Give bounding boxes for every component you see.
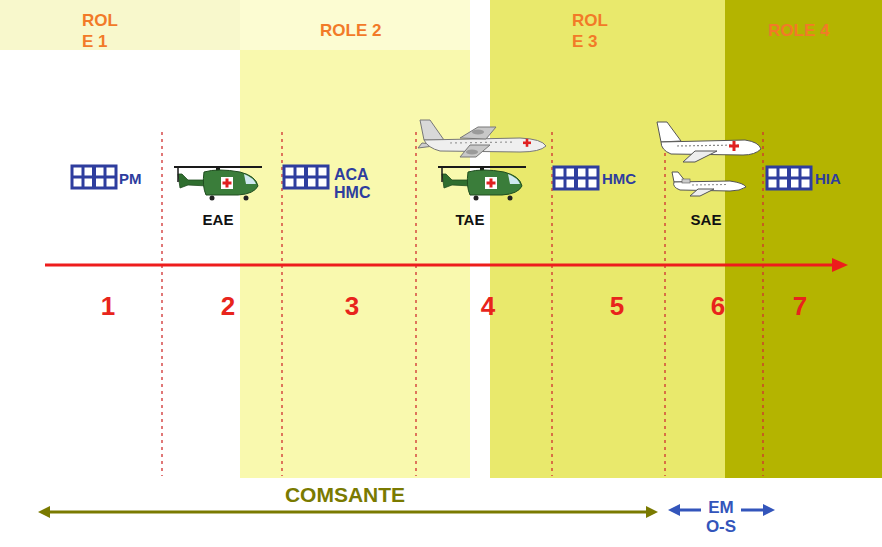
role-heading: ROL E 1 (82, 10, 124, 53)
facility-label: HMC (602, 170, 636, 187)
role-band: ROL E 1 (0, 0, 240, 478)
role-heading: ROLE 4 (768, 20, 882, 41)
medical-unit-symbol (554, 167, 598, 189)
range-label: EM O-S (701, 499, 741, 536)
evacuation-label: EAE (203, 211, 234, 228)
dotted-dividers (162, 132, 763, 476)
comsante-range-arrow (38, 506, 658, 518)
evacuation-label: SAE (691, 211, 722, 228)
callout-number: 6 (711, 292, 725, 322)
facility-label: PM (119, 170, 142, 187)
timeline-arrow (45, 258, 848, 272)
role-heading: ROLE 2 (320, 20, 470, 41)
callout-number: 5 (610, 292, 624, 322)
callout-number: 1 (101, 292, 115, 322)
helicopter-symbol (174, 167, 262, 201)
role-band: ROL E 3 (490, 0, 725, 478)
facility-label: HIA (815, 170, 841, 187)
callout-number: 2 (221, 292, 235, 322)
callout-number: 3 (345, 292, 359, 322)
role-band: ROLE 2 (240, 0, 470, 478)
range-label: COMSANTE (285, 484, 405, 505)
medical-unit-symbol (767, 167, 811, 189)
evacuation-label: TAE (456, 211, 485, 228)
airliner (657, 122, 761, 162)
callout-number: 4 (481, 292, 495, 322)
role-heading: ROL E 3 (572, 10, 614, 53)
helicopter-symbol (438, 167, 526, 201)
transport-plane (418, 120, 546, 157)
facility-label: ACA HMC (334, 166, 378, 203)
medical-unit-symbol (284, 166, 328, 188)
role-band: ROLE 4 (725, 0, 882, 478)
jet (672, 172, 746, 196)
callout-number: 7 (793, 292, 807, 322)
medical-unit-symbol (72, 166, 116, 188)
